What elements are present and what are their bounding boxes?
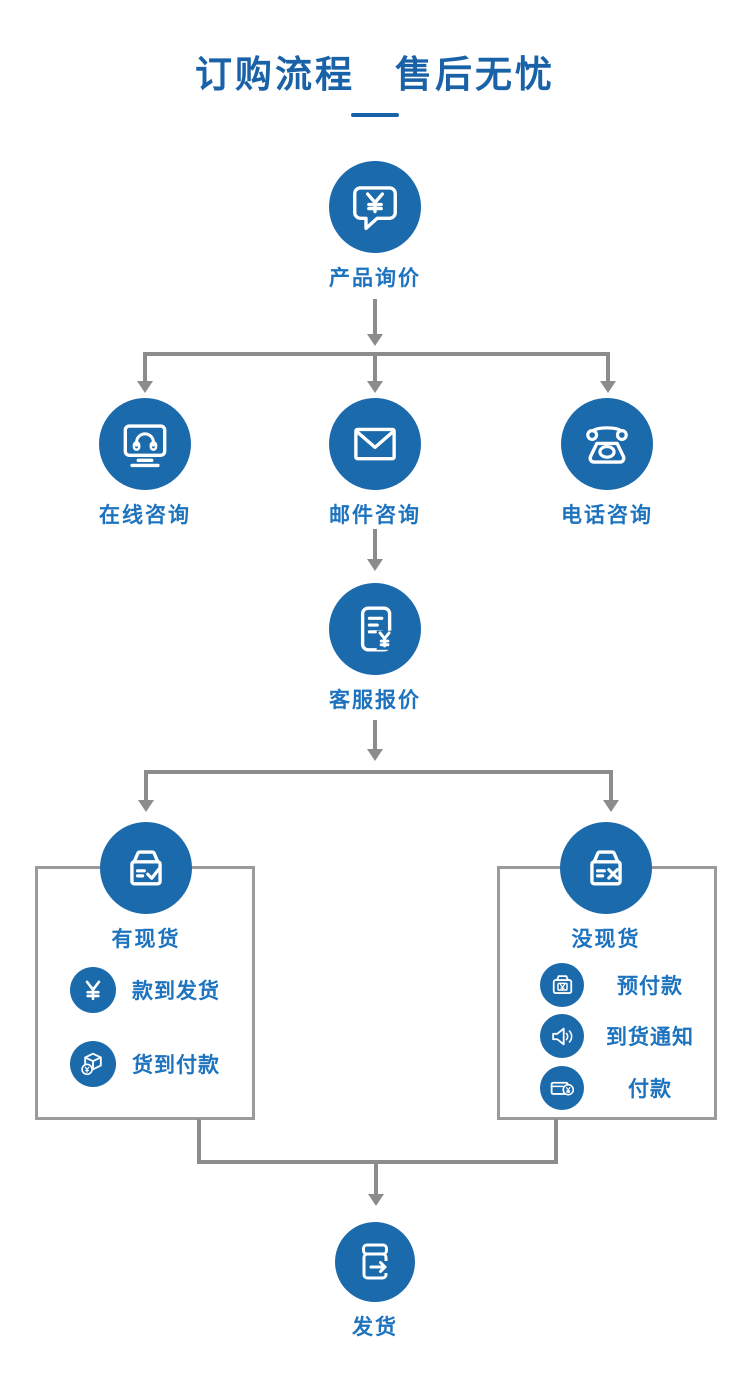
box-x-icon	[579, 841, 633, 895]
arrow-down-icon	[367, 749, 383, 761]
arrow-down-icon	[367, 381, 383, 393]
arrow-down-icon	[137, 381, 153, 393]
node-circle	[100, 822, 192, 914]
parcel-coin-icon	[78, 1049, 108, 1079]
node-circle	[329, 398, 421, 490]
list-item-pay-then-ship: 款到发货	[70, 967, 220, 1013]
branch2-right-line	[609, 770, 613, 801]
yen-icon	[78, 975, 108, 1005]
node-circle	[561, 398, 653, 490]
merge-left-line	[197, 1119, 201, 1164]
list-item-payment: 付款	[540, 1066, 716, 1110]
arrow-down-icon	[368, 1194, 384, 1206]
node-circle	[99, 398, 191, 490]
node-label: 产品询价	[329, 266, 421, 290]
node-label: 有现货	[111, 927, 181, 951]
arrow-down-icon	[138, 800, 154, 812]
arrow-ship-line	[374, 1164, 378, 1195]
title-underline	[351, 113, 399, 117]
arrow-down-icon	[600, 381, 616, 393]
speaker-icon	[548, 1022, 577, 1051]
list-item-arrival-notice: 到货通知	[540, 1014, 716, 1058]
node-in-stock: 有现货	[100, 822, 192, 953]
node-service-quote: 客服报价	[329, 583, 421, 714]
box-check-icon	[119, 841, 173, 895]
arrow-down-icon	[367, 334, 383, 346]
arrow-down-icon	[603, 800, 619, 812]
card-coin-icon	[548, 1074, 577, 1103]
node-label: 在线咨询	[99, 503, 191, 527]
telephone-icon	[580, 417, 634, 471]
arrow-down-icon	[367, 559, 383, 571]
node-ship: 发货	[335, 1222, 415, 1341]
wallet-yen-icon	[548, 971, 577, 1000]
branch2-bar	[144, 770, 613, 774]
branch1-left-line	[143, 352, 147, 382]
item-circle	[70, 967, 116, 1013]
monitor-headset-icon	[118, 417, 172, 471]
document-yen-icon	[348, 602, 402, 656]
branch2-left-line	[144, 770, 148, 801]
branch1-right-line	[606, 352, 610, 382]
arrow-inquiry-line	[373, 299, 377, 335]
item-circle	[70, 1041, 116, 1087]
node-phone-consult: 电话咨询	[561, 398, 653, 529]
item-label: 货到付款	[132, 1053, 220, 1077]
item-circle	[540, 1014, 584, 1058]
node-circle	[329, 161, 421, 253]
item-circle	[540, 1066, 584, 1110]
node-label: 没现货	[571, 927, 641, 951]
branch1-mid-line	[373, 356, 377, 382]
item-label: 款到发货	[132, 979, 220, 1003]
node-out-of-stock: 没现货	[560, 822, 652, 953]
arrow-stock-line	[373, 720, 377, 750]
item-label: 付款	[628, 1077, 672, 1101]
box-arrow-icon	[351, 1238, 399, 1286]
node-label: 客服报价	[329, 688, 421, 712]
node-circle	[560, 822, 652, 914]
envelope-icon	[348, 417, 402, 471]
merge-right-line	[554, 1119, 558, 1164]
item-circle	[540, 963, 584, 1007]
node-label: 发货	[352, 1315, 398, 1339]
node-email-consult: 邮件咨询	[329, 398, 421, 529]
chat-yen-icon	[348, 180, 402, 234]
branch1-bar	[143, 352, 610, 356]
arrow-quote-line	[373, 529, 377, 560]
node-label: 电话咨询	[561, 503, 653, 527]
list-item-prepayment: 预付款	[540, 963, 716, 1007]
page-title: 订购流程 售后无忧	[195, 53, 555, 96]
item-label: 到货通知	[606, 1025, 694, 1049]
node-product-inquiry: 产品询价	[329, 161, 421, 292]
node-circle	[329, 583, 421, 675]
node-circle	[335, 1222, 415, 1302]
node-label: 邮件咨询	[329, 503, 421, 527]
merge-bar	[197, 1160, 558, 1164]
node-online-consult: 在线咨询	[99, 398, 191, 529]
item-label: 预付款	[617, 974, 683, 998]
list-item-cash-on-delivery: 货到付款	[70, 1041, 220, 1087]
